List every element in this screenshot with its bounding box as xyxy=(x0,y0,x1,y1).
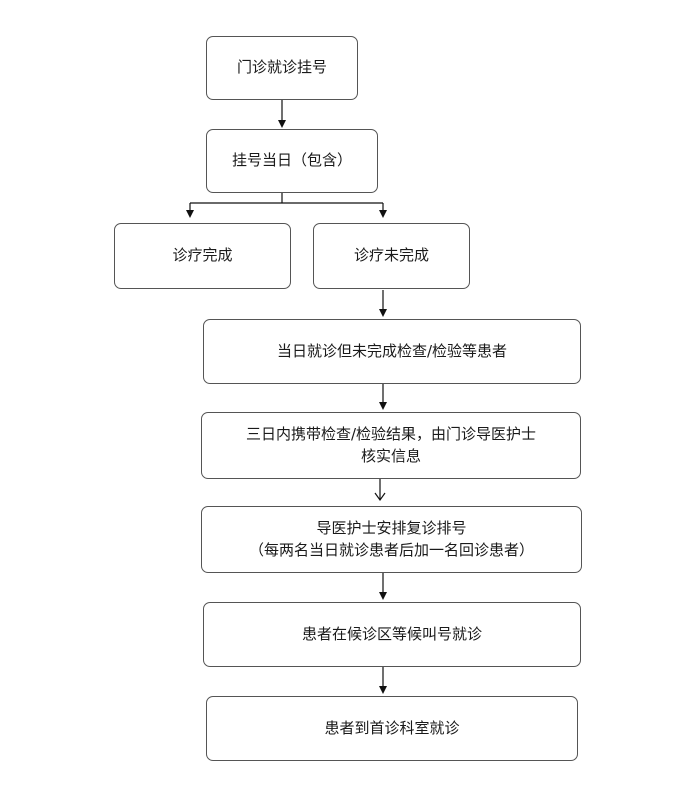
step-incomplete-exams: 当日就诊但未完成检查/检验等患者 xyxy=(203,319,581,384)
step-incomplete-exams-label: 当日就诊但未完成检查/检验等患者 xyxy=(276,341,508,360)
step-first-department: 患者到首诊科室就诊 xyxy=(206,696,578,761)
branch-treatment-complete-label: 诊疗完成 xyxy=(172,246,233,265)
branch-treatment-incomplete: 诊疗未完成 xyxy=(313,223,470,289)
step-registration: 门诊就诊挂号 xyxy=(206,36,358,100)
branch-treatment-incomplete-label: 诊疗未完成 xyxy=(353,246,429,265)
step-same-day-label: 挂号当日（包含） xyxy=(231,151,352,170)
step-waiting-area: 患者在候诊区等候叫号就诊 xyxy=(203,602,581,667)
step-same-day: 挂号当日（包含） xyxy=(206,129,378,193)
step-registration-label: 门诊就诊挂号 xyxy=(236,58,327,77)
step-follow-up-queue-line1: 导医护士安排复诊排号 xyxy=(316,518,467,537)
open-arrowhead xyxy=(374,492,386,502)
step-verify-results: 三日内携带检查/检验结果，由门诊导医护士 核实信息 xyxy=(201,412,581,479)
step-verify-results-line1: 三日内携带检查/检验结果，由门诊导医护士 xyxy=(245,424,537,443)
step-verify-results-line2: 核实信息 xyxy=(360,446,421,465)
step-waiting-area-label: 患者在候诊区等候叫号就诊 xyxy=(301,624,482,643)
step-follow-up-queue-line2: （每两名当日就诊患者后加一名回诊患者） xyxy=(248,540,534,559)
branch-treatment-complete: 诊疗完成 xyxy=(114,223,291,289)
step-first-department-label: 患者到首诊科室就诊 xyxy=(324,718,460,737)
step-follow-up-queue: 导医护士安排复诊排号 （每两名当日就诊患者后加一名回诊患者） xyxy=(201,506,582,573)
